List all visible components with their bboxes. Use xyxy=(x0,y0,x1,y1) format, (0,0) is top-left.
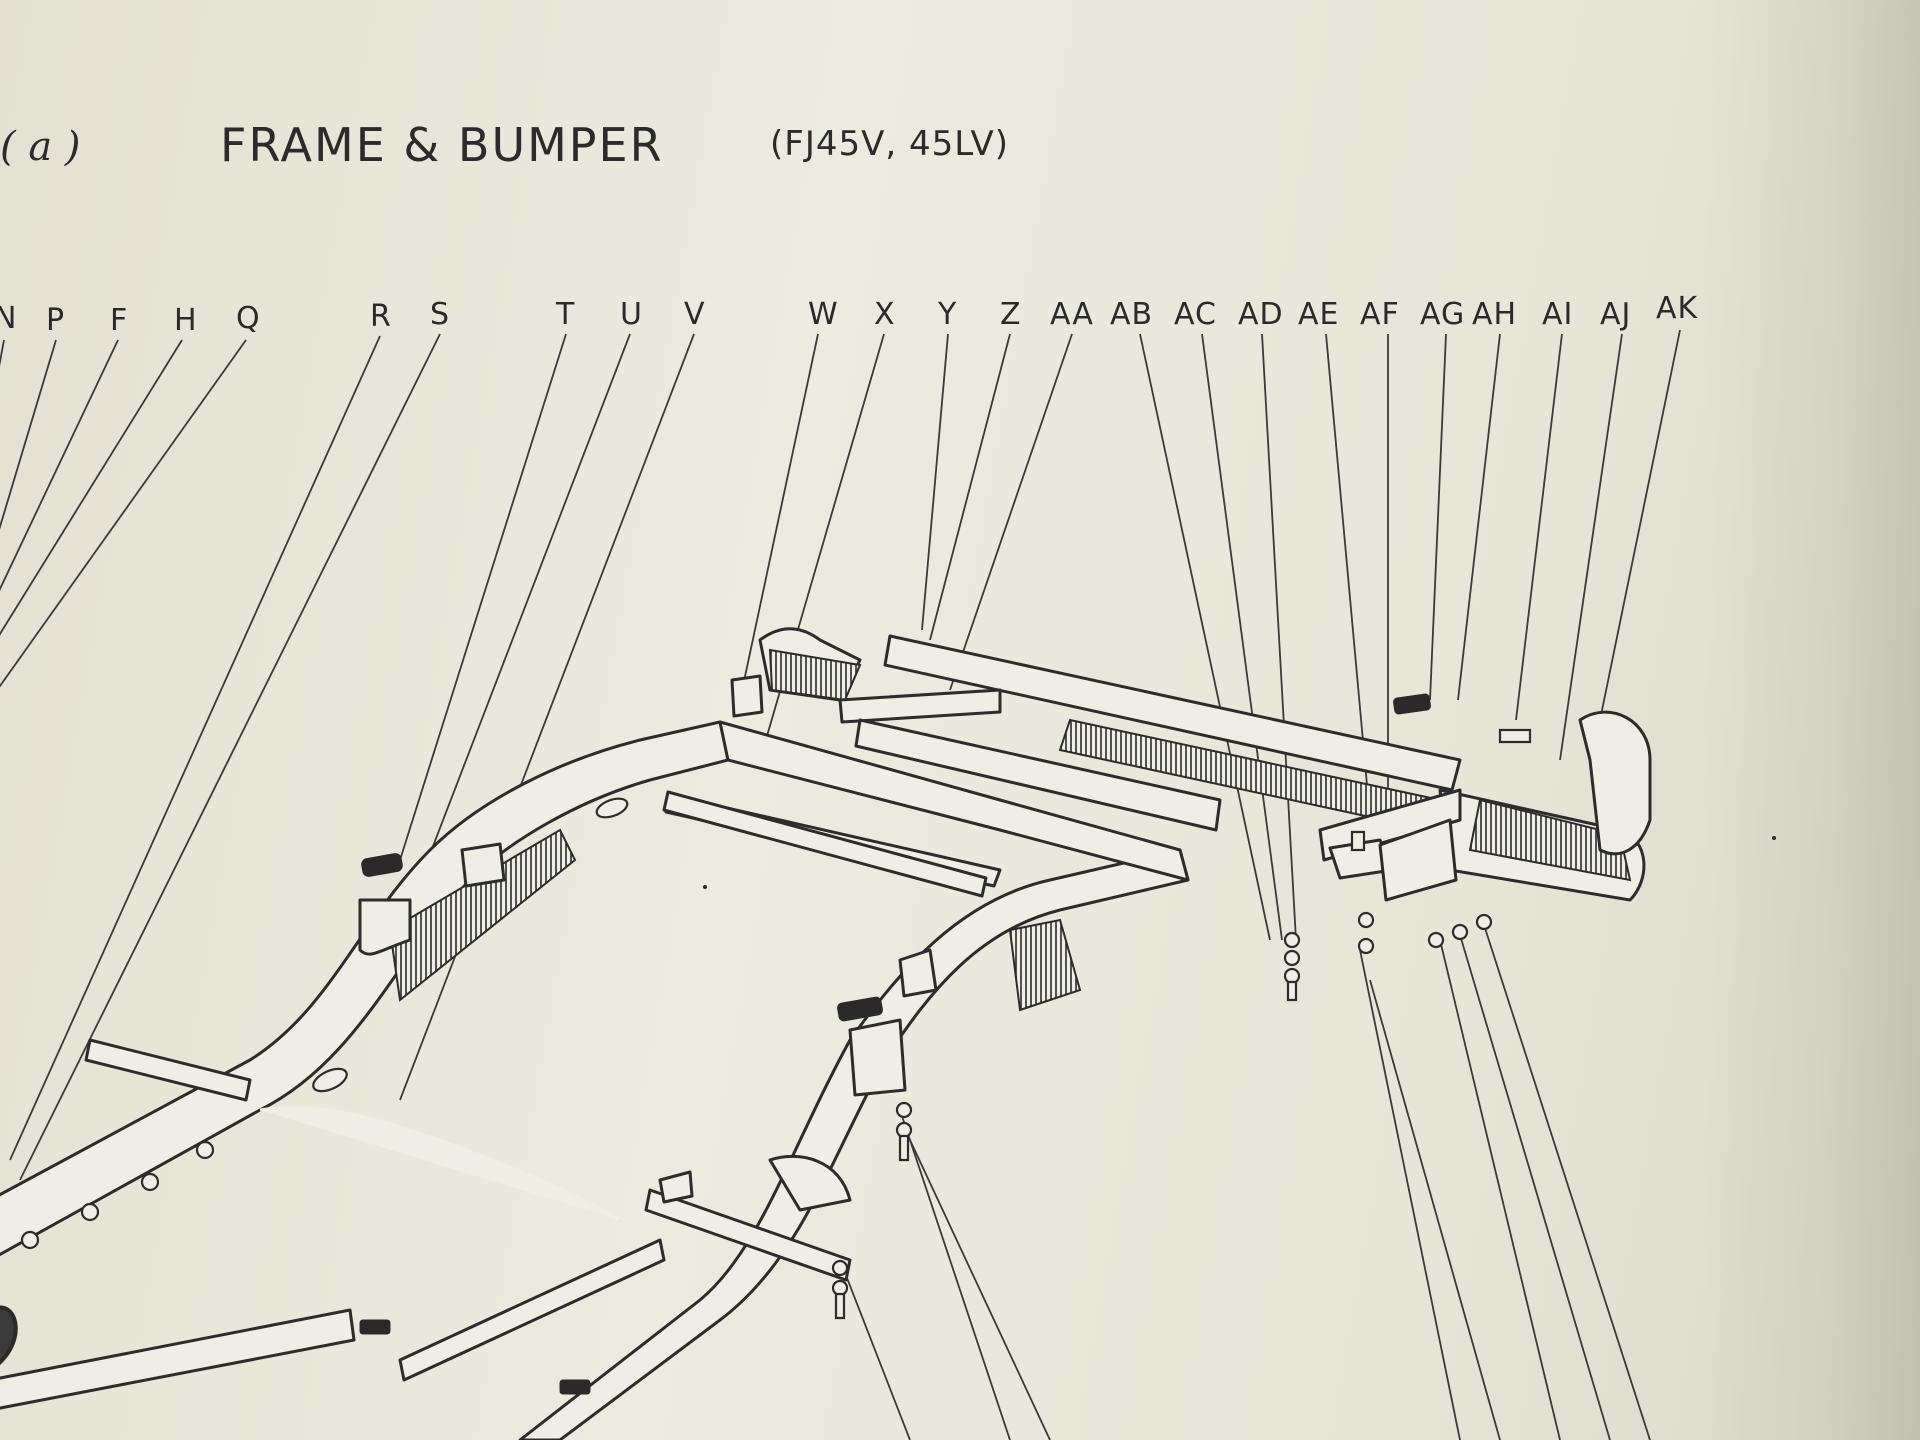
page-gutter-shadow xyxy=(1700,0,1920,1440)
callout-label-t: T xyxy=(555,297,575,332)
chassis-frame xyxy=(0,627,1652,1440)
callout-label-h: H xyxy=(174,303,198,338)
model-codes: (FJ45V, 45LV) xyxy=(770,124,1009,164)
callout-label-ae: AE xyxy=(1298,297,1339,332)
callout-label-p: P xyxy=(46,303,65,338)
callout-label-ag: AG xyxy=(1420,297,1465,332)
callout-label-s: S xyxy=(430,297,450,332)
callout-label-ak: AK xyxy=(1656,291,1699,326)
callout-label-ai: AI xyxy=(1542,297,1573,332)
callout-label-ac: AC xyxy=(1174,297,1217,332)
callout-label-ah: AH xyxy=(1472,297,1517,332)
callout-label-u: U xyxy=(620,297,643,332)
callout-label-y: Y xyxy=(937,297,957,332)
bolts-nuts-washers xyxy=(831,728,1532,1320)
callout-labels: N P F H Q R S T U V W X Y Z AA AB AC AD … xyxy=(0,291,1699,338)
mount-brackets xyxy=(358,674,1458,1395)
callout-label-q: Q xyxy=(236,301,261,336)
callout-label-aj: AJ xyxy=(1600,297,1631,332)
section-label: ( a ) xyxy=(0,124,81,170)
callout-label-r: R xyxy=(370,299,392,334)
callout-label-af: AF xyxy=(1360,297,1400,332)
callout-label-f: F xyxy=(110,303,128,338)
callout-label-v: V xyxy=(684,297,706,332)
callout-label-z: Z xyxy=(1000,297,1022,332)
callout-label-x: X xyxy=(874,297,896,332)
callout-label-ab: AB xyxy=(1110,297,1153,332)
callout-label-n: N xyxy=(0,301,17,336)
callout-label-ad: AD xyxy=(1238,297,1284,332)
page-title: FRAME & BUMPER xyxy=(220,118,664,172)
callout-label-aa: AA xyxy=(1050,297,1094,332)
callout-label-w: W xyxy=(808,297,839,332)
